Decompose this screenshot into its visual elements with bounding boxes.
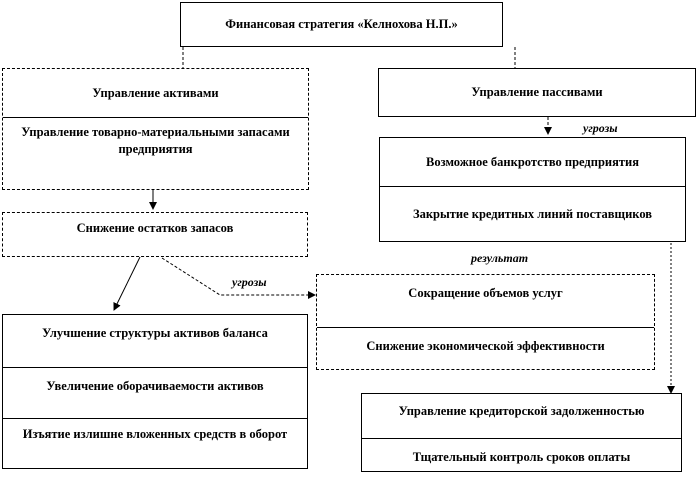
structure-box: Улучшение структуры активов баланса Увел… [2, 314, 308, 469]
credit-lines-text: Закрытие кредитных линий поставщиков [412, 206, 653, 221]
payment-control-text: Тщательный контроль сроков оплаты [412, 450, 631, 464]
threats-label-1: угрозы [583, 121, 618, 135]
arrow-stock-structure [113, 256, 141, 311]
assets-sub: Управление товарно-материальными запасам… [21, 125, 290, 156]
payables-text: Управление кредиторской задолженностью [398, 404, 645, 418]
arrow-stock-services [161, 257, 316, 299]
excess-text: Изъятие излишне вложенных средств в обор… [22, 427, 288, 441]
structure-text: Улучшение структуры активов баланса [42, 326, 268, 340]
threats-label-2: угрозы [232, 275, 267, 289]
bankruptcy-box: Возможное банкротство предприятия Закрыт… [379, 137, 686, 242]
stock-reduction-box: Снижение остатков запасов [2, 212, 308, 257]
bankruptcy-text: Возможное банкротство предприятия [426, 154, 639, 169]
assets-header: Управление активами [92, 85, 219, 100]
diagram-title: Финансовая стратегия «Келнохова Н.П.» [225, 17, 458, 32]
assets-box: Управление активами Управление товарно-м… [2, 68, 309, 190]
services-box: Сокращение объемов услуг Снижение эконом… [316, 274, 655, 370]
stock-reduction-text: Снижение остатков запасов [76, 221, 234, 235]
title-box: Финансовая стратегия «Келнохова Н.П.» [180, 2, 503, 47]
services-text: Сокращение объемов услуг [408, 286, 563, 300]
liabilities-header-box: Управление пассивами [378, 68, 696, 117]
turnover-text: Увеличение оборачиваемости активов [46, 379, 264, 393]
payables-box: Управление кредиторской задолженностью Т… [361, 393, 682, 472]
efficiency-text: Снижение экономической эффективности [366, 339, 605, 353]
liabilities-header: Управление пассивами [471, 85, 603, 100]
result-label: результат [471, 251, 529, 265]
